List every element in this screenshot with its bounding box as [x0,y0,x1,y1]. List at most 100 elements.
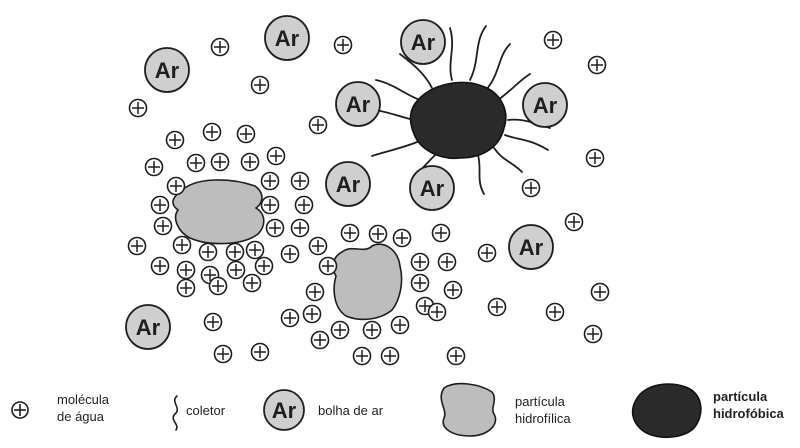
air-bubble: Ar [336,82,380,126]
air-bubble-label: Ar [336,172,361,197]
water-molecule [342,225,359,242]
air-bubble: Ar [265,16,309,60]
water-molecule [129,238,146,255]
water-molecule [210,278,227,295]
water-molecule [332,322,349,339]
hydrophilic-particle [173,180,264,244]
water-molecule [589,57,606,74]
water-molecule [448,348,465,365]
air-bubble-label: Ar [420,176,445,201]
collector-tail [470,26,486,80]
water-molecule [130,100,147,117]
water-molecule [547,304,564,321]
air-bubble-label: Ar [346,92,371,117]
water-molecule [200,244,217,261]
water-molecule [228,262,245,279]
water-molecule [394,230,411,247]
legend-water-line1: molécula [57,392,110,407]
collector-tail [376,80,420,100]
water-molecule [238,126,255,143]
legend-air-bubble: Ar bolha de ar [264,390,384,430]
water-molecule [227,244,244,261]
hydrophobic-particle [411,82,506,158]
air-bubble-label: Ar [411,30,436,55]
air-bubble-label: Ar [275,26,300,51]
legend-air-bubble-label: bolha de ar [318,403,384,418]
legend-hydrophilic-line1: partícula [515,394,566,409]
water-molecule [155,218,172,235]
water-molecule [292,220,309,237]
water-molecule [247,242,264,259]
water-molecule [382,348,399,365]
water-molecule [585,326,602,343]
water-molecule [268,148,285,165]
water-molecule [364,322,381,339]
water-molecule-icon [12,402,28,418]
air-bubble-icon-label: Ar [272,398,297,423]
air-bubble: Ar [509,225,553,269]
collector-tail [450,28,452,80]
water-molecule [262,173,279,190]
water-molecule [433,225,450,242]
legend-water-molecule: molécula de água [12,392,110,424]
water-molecule [252,344,269,361]
water-molecule [152,197,169,214]
hydrophobic-particle-icon [633,384,701,437]
legend-hydrophobic: partícula hidrofóbica [633,384,785,437]
water-molecule [304,306,321,323]
air-bubble: Ar [326,162,370,206]
water-molecule [262,197,279,214]
legend-hydrophobic-line2: hidrofóbica [713,406,785,421]
water-molecule [174,237,191,254]
air-bubble: Ar [126,305,170,349]
air-bubble-label: Ar [519,235,544,260]
water-molecule [256,258,273,275]
water-molecule [489,299,506,316]
air-bubble: Ar [145,48,189,92]
water-molecule [296,197,313,214]
water-molecule [212,39,229,56]
water-molecule [412,254,429,271]
collector-tail [505,135,548,150]
water-molecule [479,245,496,262]
water-molecule [212,154,229,171]
water-molecule [370,226,387,243]
water-molecule [429,304,446,321]
water-molecule [282,310,299,327]
water-molecule [267,220,284,237]
water-molecule [335,37,352,54]
water-molecule [307,284,324,301]
air-bubble-label: Ar [533,93,558,118]
water-molecule [242,154,259,171]
air-bubble-label: Ar [136,315,161,340]
water-molecule [354,348,371,365]
hydrophilic-particle [333,244,401,319]
water-molecule [204,124,221,141]
collector-icon [173,396,177,430]
collector-tail [494,148,522,172]
air-bubble-label: Ar [155,58,180,83]
water-molecule [445,282,462,299]
water-molecule [592,284,609,301]
water-molecule [252,77,269,94]
water-molecule [178,262,195,279]
water-molecule [566,214,583,231]
water-molecule [320,258,337,275]
water-molecule [392,317,409,334]
collector-tail [478,155,484,194]
water-molecule [292,173,309,190]
legend-hydrophilic-line2: hidrofílica [515,411,571,426]
water-molecule [412,275,429,292]
legend-water-line2: de água [57,409,105,424]
water-molecule [205,314,222,331]
hydrophilic-particle-icon [441,384,495,436]
water-molecule [215,346,232,363]
water-molecule [312,332,329,349]
legend-hydrophobic-line1: partícula [713,389,768,404]
water-molecule [523,180,540,197]
water-molecule [167,132,184,149]
water-molecule [178,280,195,297]
legend-collector-label: coletor [186,403,226,418]
